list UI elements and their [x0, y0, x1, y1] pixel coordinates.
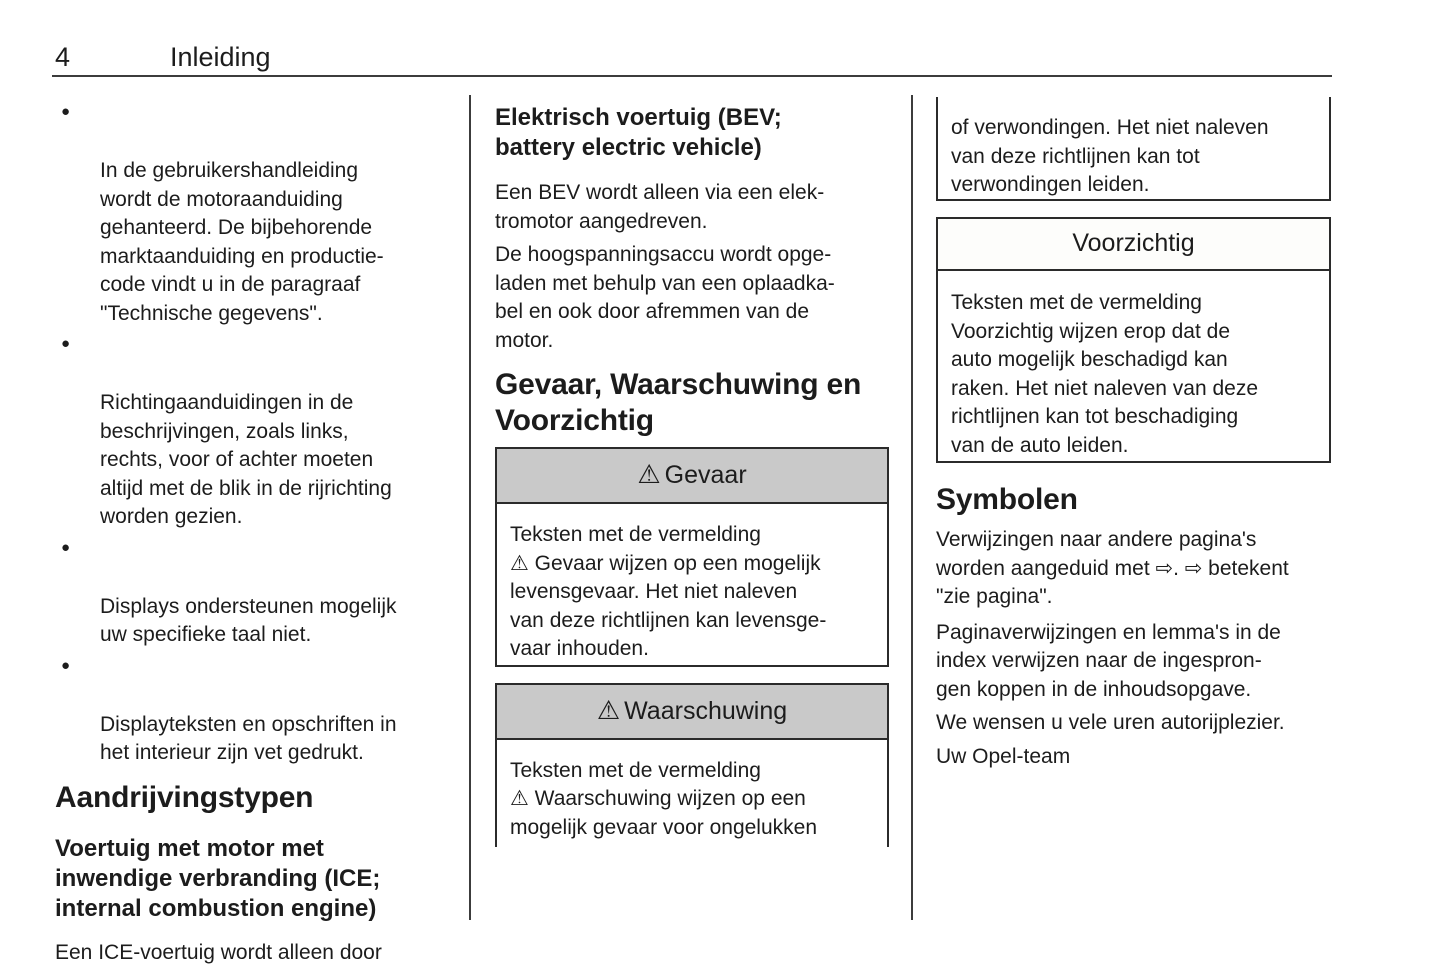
column-separator-left	[469, 95, 471, 920]
warning-triangle-icon: ⚠	[637, 459, 661, 489]
caution-box: Voorzichtig Teksten met de vermelding Vo…	[936, 217, 1331, 463]
page-number: 4	[55, 42, 71, 72]
caution-box-title: Voorzichtig	[1072, 229, 1195, 257]
header-rule	[52, 75, 1332, 77]
bullet-text: Displays ondersteunen mogelijk uw specif…	[100, 594, 397, 647]
danger-box-body: Teksten met de vermelding ⚠ Gevaar wijze…	[510, 523, 827, 660]
warning-box-continuation: of verwondingen. Het niet naleven van de…	[936, 97, 1331, 201]
section-heading-symbolen: Symbolen	[936, 483, 1078, 516]
right-column: of verwondingen. Het niet naleven van de…	[936, 97, 1331, 771]
column-separator-right	[911, 95, 913, 920]
danger-box: ⚠Gevaar Teksten met de vermelding ⚠ Geva…	[495, 447, 889, 667]
section-heading-aandrijvingstypen: Aandrijvingstypen	[55, 780, 314, 814]
paragraph-symbolen-refs: Verwijzingen naar andere pagina's worden…	[936, 528, 1289, 608]
warning-box-title: Waarschuwing	[624, 696, 788, 725]
caution-box-header: Voorzichtig	[938, 219, 1329, 271]
bullet-item: ● Richtingaanduidingen in de beschrijvin…	[55, 332, 440, 532]
subsection-heading-ice: Voertuig met motor met inwendige verbran…	[55, 834, 381, 922]
bullet-icon: ●	[61, 656, 71, 674]
paragraph-ice: Een ICE-voertuig wordt alleen door een m…	[55, 940, 382, 964]
page-title: Inleiding	[170, 42, 271, 72]
bullet-icon: ●	[61, 538, 71, 556]
bullet-text: Richtingaanduidingen in de beschrijvinge…	[100, 391, 392, 528]
warning-triangle-icon: ⚠	[596, 694, 621, 725]
bullet-item: ● Displays ondersteunen mogelijk uw spec…	[55, 536, 440, 650]
paragraph-symbolen-index: Paginaverwijzingen en lemma's in de inde…	[936, 620, 1281, 701]
paragraph-bev-1: Een BEV wordt alleen via een elek- tromo…	[495, 181, 825, 233]
left-column: ● In de gebruikershandleiding wordt de m…	[55, 100, 440, 966]
bullet-text: In de gebruikershandleiding wordt de mot…	[100, 159, 384, 325]
bullet-icon: ●	[61, 335, 71, 352]
bullet-text: Displayteksten en opschriften in het int…	[100, 712, 397, 765]
bullet-item: ● Displayteksten en opschriften in het i…	[55, 654, 440, 768]
warning-box-body: Teksten met de vermelding ⚠ Waarschuwing…	[510, 758, 818, 839]
paragraph-signature: Uw Opel-team	[936, 744, 1071, 768]
warning-box: ⚠Waarschuwing Teksten met de vermelding …	[495, 682, 889, 847]
warning-box-header: ⚠Waarschuwing	[497, 684, 887, 740]
intro-bullet-list: ● In de gebruikershandleiding wordt de m…	[55, 100, 440, 768]
bullet-icon: ●	[61, 103, 71, 120]
paragraph-closing-wish: We wensen u vele uren autorijplezier.	[936, 711, 1285, 734]
paragraph-bev-2: De hoogspanningsaccu wordt opge- laden m…	[495, 243, 835, 352]
subsection-heading-bev: Elektrisch voertuig (BEV; battery electr…	[495, 104, 782, 161]
section-heading-gevaar-waarschuwing: Gevaar, Waarschuwing en Voorzichtig	[495, 368, 862, 437]
caution-box-body: Teksten met de vermelding Voorzichtig wi…	[951, 291, 1259, 457]
middle-column: Elektrisch voertuig (BEV; battery electr…	[495, 103, 889, 847]
bullet-item: ● In de gebruikershandleiding wordt de m…	[55, 100, 440, 328]
danger-box-header: ⚠Gevaar	[497, 449, 887, 504]
danger-box-title: Gevaar	[664, 461, 747, 489]
